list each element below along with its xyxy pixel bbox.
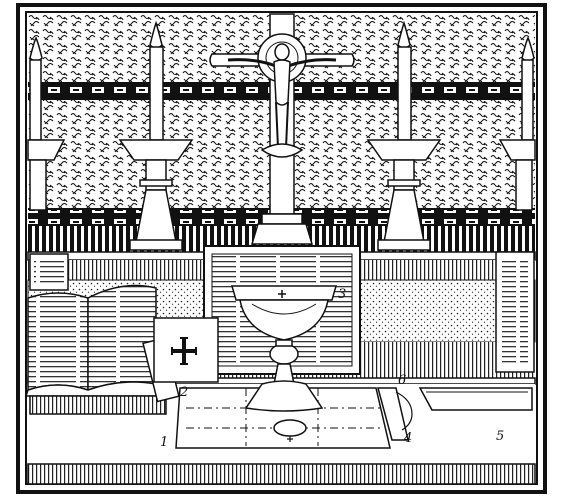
pall — [418, 387, 533, 411]
candlestick-left — [118, 139, 194, 251]
crucifix-icon — [209, 13, 355, 245]
purificator — [377, 387, 413, 441]
candle-far-left — [29, 36, 43, 141]
chalice-icon — [231, 285, 337, 412]
missal-icon — [24, 284, 180, 415]
candlestick-right — [366, 139, 442, 251]
candlesticks — [27, 139, 536, 251]
callout-3: 3 — [338, 287, 346, 302]
candle-far-right — [521, 36, 535, 141]
altar-card-right — [495, 251, 535, 373]
altar-card-left — [29, 253, 69, 291]
cross-icon — [171, 337, 197, 365]
callout-5: 5 — [496, 429, 504, 444]
callout-4: 4 — [403, 431, 412, 446]
candle-left — [149, 20, 164, 141]
callout-1: 1 — [160, 435, 168, 450]
candlestick-far-right — [498, 139, 536, 211]
candlestick-far-left — [27, 139, 66, 211]
burse — [153, 317, 219, 383]
altar-front — [27, 463, 536, 485]
candle-right — [397, 20, 412, 141]
corporal — [175, 387, 391, 449]
callout-6: 6 — [398, 373, 406, 388]
callout-2: 2 — [179, 385, 188, 400]
